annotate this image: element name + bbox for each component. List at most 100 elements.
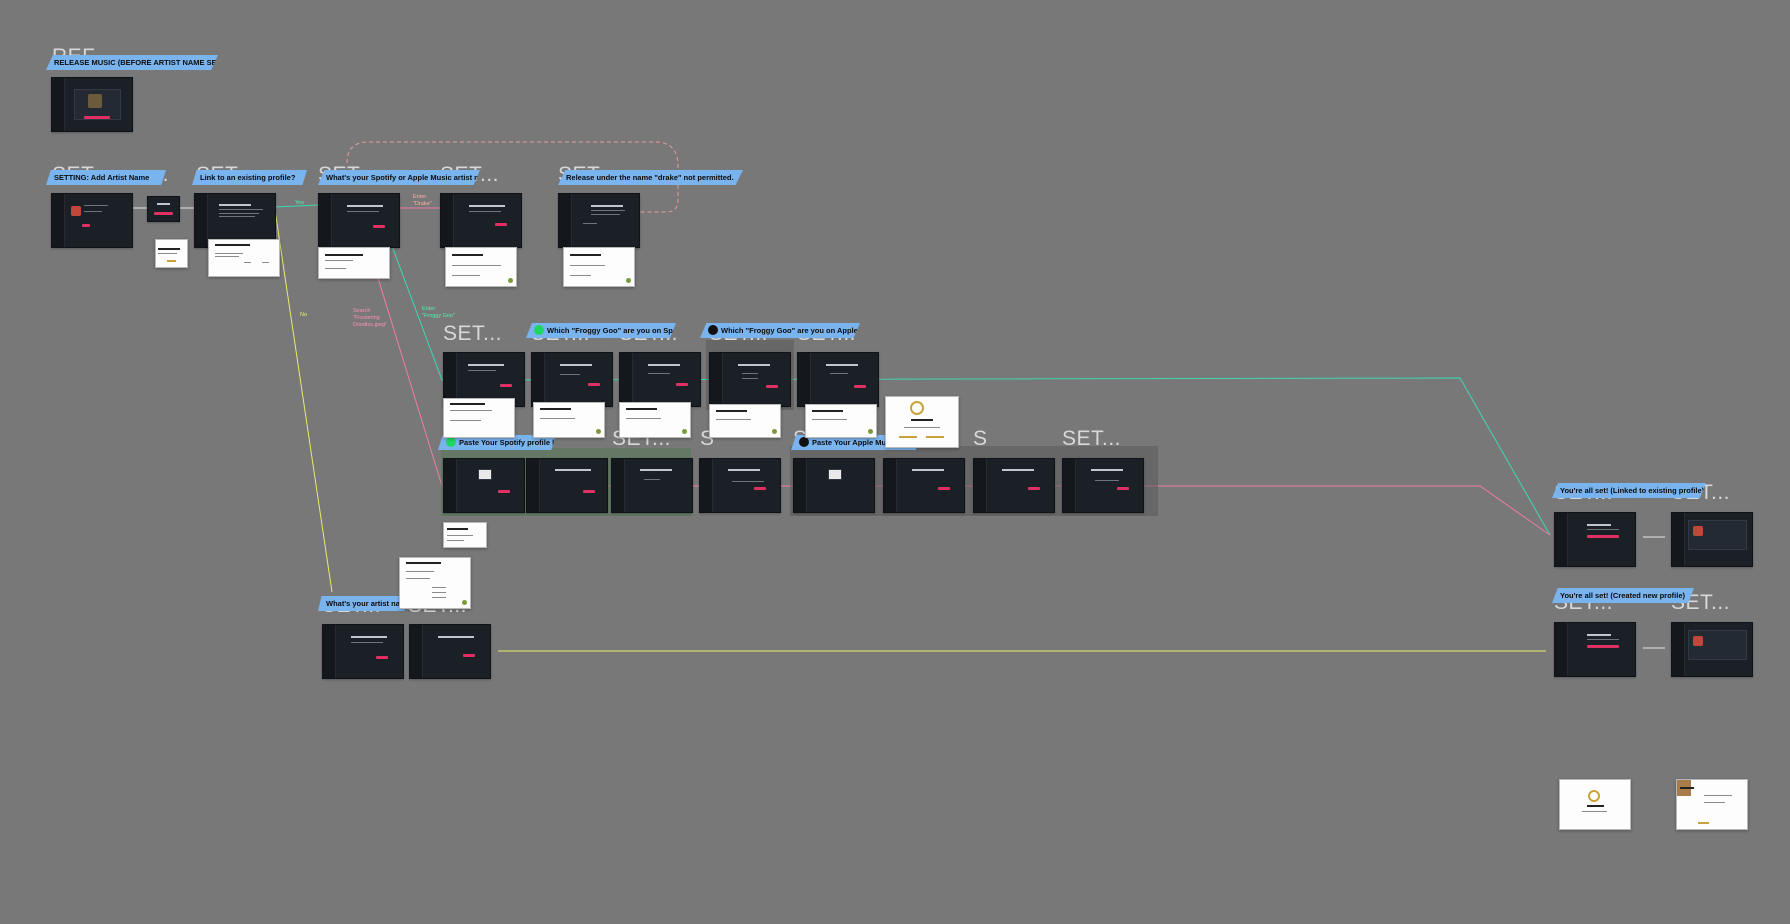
screen-all-set-new[interactable] <box>1554 622 1636 677</box>
flow-banner-paste-spotify[interactable]: Paste Your Spotify profile link. <box>438 435 556 450</box>
dialog-title <box>447 527 469 530</box>
text-line <box>158 252 178 254</box>
nav-sidebar <box>410 625 423 678</box>
screen-paste-apple-1[interactable] <box>793 458 875 513</box>
screen-paste-spotify-1[interactable] <box>443 458 525 513</box>
screen-spotify-select-2[interactable] <box>619 352 701 407</box>
nav-sidebar <box>700 459 713 512</box>
continue-button <box>583 489 595 493</box>
title-line <box>826 363 858 366</box>
dialog-spotify-result-1[interactable] <box>533 402 605 438</box>
flow-banner-add-artist-name[interactable]: SETTING: Add Artist Name <box>46 170 166 185</box>
flow-banner-release-music[interactable]: RELEASE MUSIC (BEFORE ARTIST NAME SETUP) <box>46 55 218 70</box>
screen-profile-new[interactable] <box>1671 622 1753 677</box>
nav-sidebar <box>1672 623 1685 676</box>
flow-banner-which-spotify[interactable]: Which "Froggy Goo" are you on Spotify? <box>526 323 676 338</box>
screen-new-artist-name-2[interactable] <box>409 624 491 679</box>
dialog-choose-distribution-2[interactable] <box>443 398 515 438</box>
nav-sidebar <box>323 625 336 678</box>
dialog-paste-help[interactable] <box>443 522 487 548</box>
dialog-title <box>449 402 485 405</box>
flow-banner-artist-name-input[interactable]: What's your artist name? <box>318 596 408 611</box>
screen-paste-spotify-4[interactable] <box>699 458 781 513</box>
nav-sidebar <box>319 194 332 247</box>
continue-button <box>500 383 512 387</box>
dialog-search-results-2[interactable] <box>445 247 517 287</box>
dialog-apple-result-2[interactable] <box>805 404 877 438</box>
screen-paste-apple-3[interactable] <box>973 458 1055 513</box>
button-line <box>925 436 944 438</box>
dialog-search-results-1[interactable] <box>318 247 390 279</box>
text-line <box>219 212 259 214</box>
screen-release-music[interactable] <box>51 77 133 132</box>
dialog-profile-page[interactable] <box>1676 779 1748 830</box>
nav-sidebar <box>1063 459 1076 512</box>
release-button <box>84 116 110 120</box>
screen-paste-spotify-3[interactable] <box>611 458 693 513</box>
screen-artist-name-entered[interactable] <box>440 193 522 248</box>
flow-banner-link-existing[interactable]: Link to an existing profile? <box>192 170 307 185</box>
dialog-youre-all-set-final[interactable] <box>1559 779 1631 830</box>
screen-all-set-linked[interactable] <box>1554 512 1636 567</box>
text-line <box>569 274 591 276</box>
text-line <box>166 260 177 263</box>
text-line <box>219 208 263 210</box>
screen-new-artist-name-1[interactable] <box>322 624 404 679</box>
screen-link-existing[interactable] <box>194 193 276 248</box>
continue-button <box>754 486 767 490</box>
text-line <box>84 204 108 206</box>
dialog-small-confirm[interactable] <box>155 239 188 268</box>
text-line <box>468 369 496 371</box>
banner-text: Which "Froggy Goo" are you on Spotify? <box>547 326 694 335</box>
title-line <box>347 204 383 207</box>
text-line <box>583 223 598 225</box>
dialog-choose-distribution-3[interactable] <box>399 557 471 609</box>
nav-sidebar <box>527 459 540 512</box>
flow-banner-all-set-new[interactable]: You're all set! (Created new profile) <box>1552 588 1694 603</box>
title-line <box>912 468 944 471</box>
text-line <box>347 210 379 212</box>
text-line <box>324 260 353 261</box>
flow-banner-all-set-linked[interactable]: You're all set! (Linked to existing prof… <box>1552 483 1706 498</box>
nav-sidebar <box>974 459 987 512</box>
dialog-title <box>811 409 844 412</box>
screen-add-artist-name[interactable] <box>51 193 133 248</box>
nav-sidebar <box>195 194 208 247</box>
text-line <box>830 373 848 375</box>
nav-sidebar <box>532 353 545 406</box>
screen-spotify-select-1[interactable] <box>531 352 613 407</box>
screen-mini-popup[interactable] <box>147 196 180 222</box>
text-line <box>1095 480 1119 482</box>
title-line <box>351 635 387 638</box>
dialog-title <box>625 408 658 411</box>
gear-icon <box>508 278 513 283</box>
continue-button <box>588 382 600 386</box>
dialog-spotify-result-2[interactable] <box>619 402 691 438</box>
dialog-youre-all-set[interactable] <box>885 396 959 448</box>
apple-icon <box>799 437 809 447</box>
dialog-search-results-3[interactable] <box>563 247 635 287</box>
dialog-apple-result-1[interactable] <box>709 404 781 438</box>
checkmark-icon <box>910 401 924 415</box>
text-line <box>447 539 465 541</box>
flow-banner-artist-name[interactable]: What's your Spotify or Apple Music artis… <box>318 170 480 185</box>
text-line <box>84 210 102 212</box>
screen-profile-linked[interactable] <box>1671 512 1753 567</box>
screen-paste-apple-2[interactable] <box>883 458 965 513</box>
dialog-choose-distribution[interactable] <box>208 239 280 277</box>
text-line <box>157 203 170 205</box>
screen-paste-spotify-2[interactable] <box>526 458 608 513</box>
flow-banner-which-apple[interactable]: Which "Froggy Goo" are you on Apple Musi… <box>700 323 860 338</box>
screen-not-permitted[interactable] <box>558 193 640 248</box>
flow-banner-not-permitted[interactable]: Release under the name "drake" not permi… <box>558 170 743 185</box>
tooltip-card <box>827 468 842 481</box>
screen-artist-name-search[interactable] <box>318 193 400 248</box>
screen-apple-select-1[interactable] <box>709 352 791 407</box>
screen-apple-select-2[interactable] <box>797 352 879 407</box>
continue-button <box>1117 486 1130 490</box>
text-line <box>451 265 501 267</box>
screen-paste-apple-4[interactable] <box>1062 458 1144 513</box>
screen-search-froggy[interactable] <box>443 352 525 407</box>
text-line <box>1587 638 1619 640</box>
